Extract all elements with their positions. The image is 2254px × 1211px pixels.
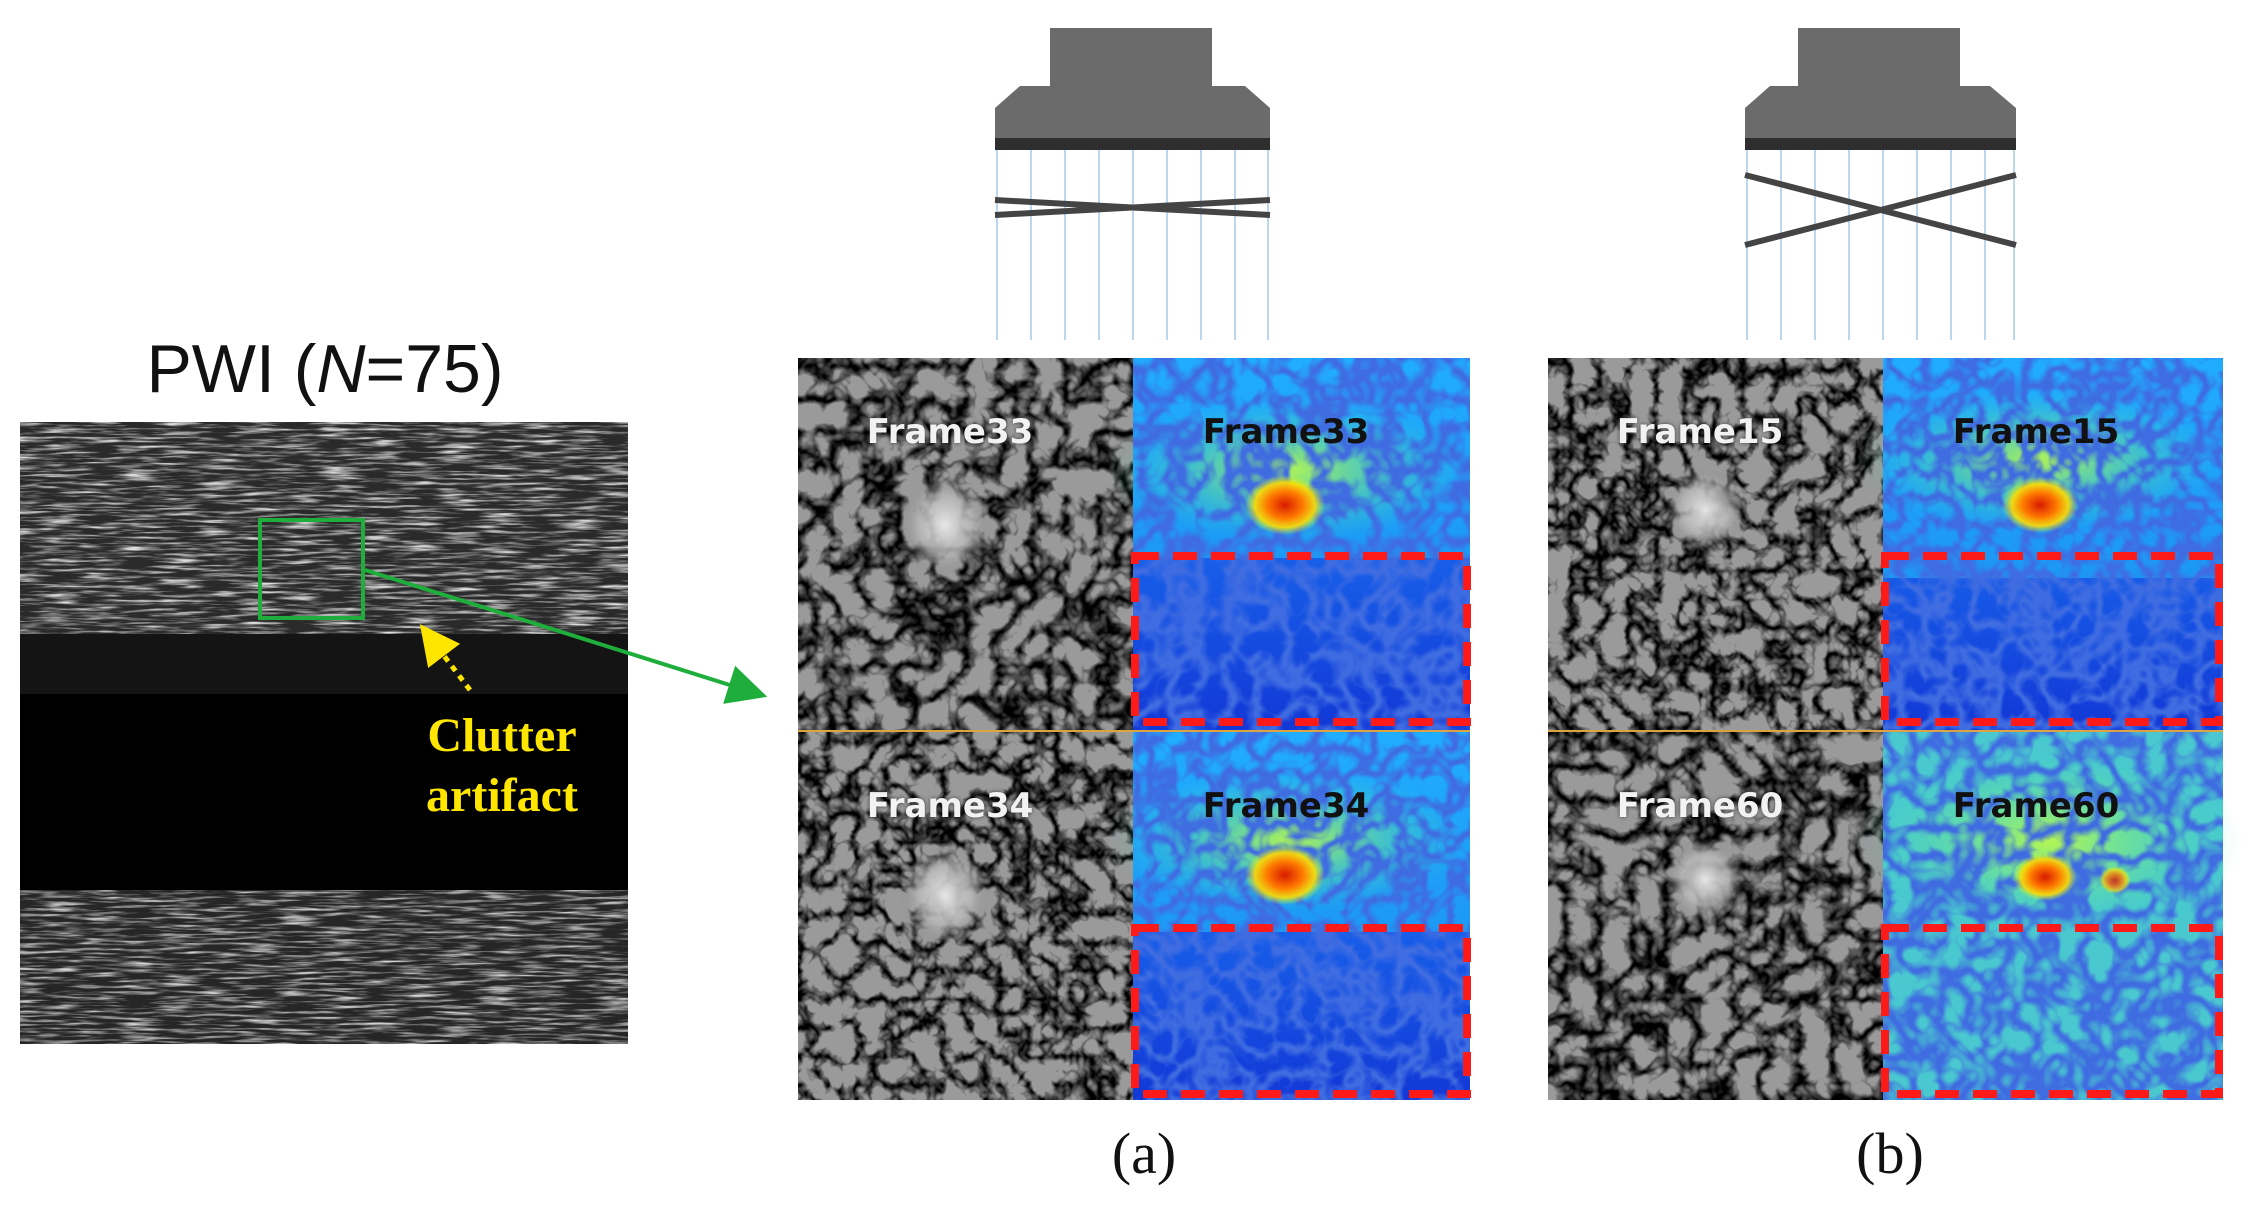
clutter-arrow bbox=[419, 624, 472, 692]
frame-label-a-top-color: Frame33 bbox=[1202, 412, 1370, 452]
frame-label-b-bottom-color: Frame60 bbox=[1952, 786, 2120, 826]
frame-label-a-bottom-gray: Frame34 bbox=[866, 786, 1034, 826]
frame-label-a-top-gray: Frame33 bbox=[866, 412, 1034, 452]
probe-b bbox=[1744, 28, 2017, 340]
caption-a: (a) bbox=[1111, 1121, 1177, 1186]
probe-a bbox=[994, 28, 1271, 340]
panel-b-images bbox=[1548, 358, 2240, 1100]
caption-b: (b) bbox=[1856, 1121, 1924, 1186]
pwi-image bbox=[20, 422, 768, 1044]
clutter-line2: artifact bbox=[426, 769, 578, 822]
frame-label-b-top-gray: Frame15 bbox=[1616, 412, 1784, 452]
clutter-line1: Clutter bbox=[427, 709, 577, 762]
zoom-arrow bbox=[364, 568, 768, 704]
dashed-box-a-top bbox=[1131, 552, 1471, 726]
dashed-box-b-bottom bbox=[1881, 924, 2223, 1098]
frame-label-b-top-color: Frame15 bbox=[1952, 412, 2120, 452]
dashed-box-b-top bbox=[1881, 552, 2223, 726]
frame-label-b-bottom-gray: Frame60 bbox=[1616, 786, 1784, 826]
panel-a-images bbox=[798, 358, 1471, 1100]
roi-box bbox=[258, 518, 365, 620]
frame-label-a-bottom-color: Frame34 bbox=[1202, 786, 1370, 826]
dashed-box-a-bottom bbox=[1131, 924, 1471, 1098]
clutter-annotation: Clutter artifact bbox=[382, 706, 622, 826]
pwi-title: PWI (N=75) bbox=[146, 331, 504, 407]
